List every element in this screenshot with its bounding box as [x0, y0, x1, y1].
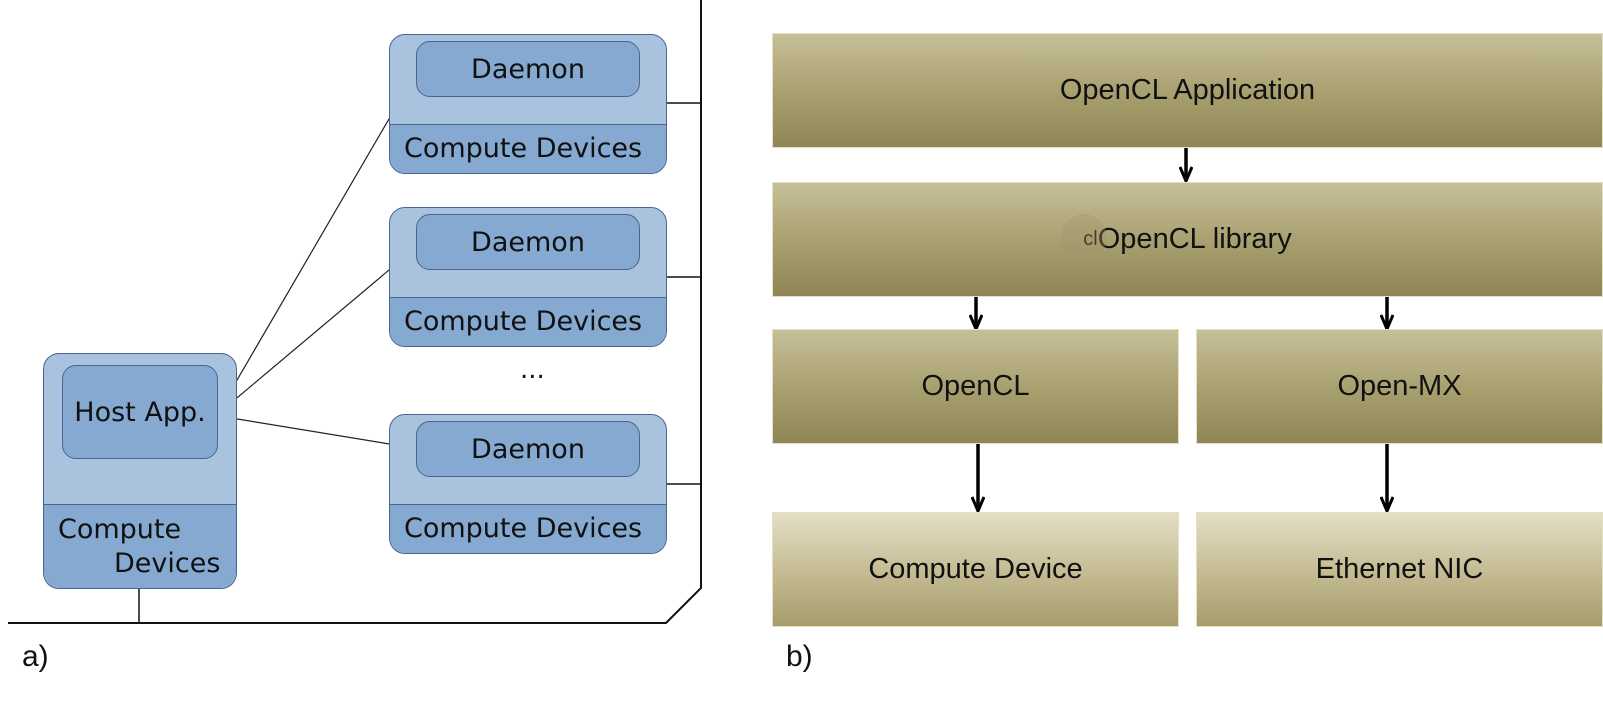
daemon2-box: Daemon — [416, 214, 640, 270]
daemon3-box: Daemon — [416, 421, 640, 477]
layer-opencl-application: OpenCL Application — [772, 33, 1603, 148]
daemon1-box: Daemon — [416, 41, 640, 97]
daemon2-label: Daemon — [471, 226, 585, 258]
library-prefix: cl — [1060, 214, 1109, 260]
layer-opencl: OpenCL — [772, 329, 1179, 444]
daemon1-label: Daemon — [471, 53, 585, 85]
host-devices-line2: Devices — [114, 548, 221, 579]
layer-compute-device: Compute Device — [772, 512, 1179, 627]
panel-b-label: b) — [786, 640, 813, 673]
daemon2-compute-devices: Compute Devices — [390, 297, 666, 346]
link-daemon2 — [219, 249, 414, 413]
daemon3-label: Daemon — [471, 433, 585, 465]
host-devices-line1: Compute — [58, 514, 182, 545]
daemons-ellipsis: ... — [520, 355, 545, 385]
link-daemon3 — [219, 416, 414, 448]
layer-ethernet-nic: Ethernet NIC — [1196, 512, 1603, 627]
layer-open-mx: Open-MX — [1196, 329, 1603, 444]
daemon1-compute-devices: Compute Devices — [390, 124, 666, 173]
host-compute-devices: Compute Devices — [44, 504, 236, 588]
host-app-box: Host App. — [62, 365, 218, 459]
bus-line — [8, 0, 702, 624]
host-app-label: Host App. — [74, 396, 206, 428]
panel-a-label: a) — [22, 640, 49, 673]
daemon3-compute-devices: Compute Devices — [390, 504, 666, 553]
